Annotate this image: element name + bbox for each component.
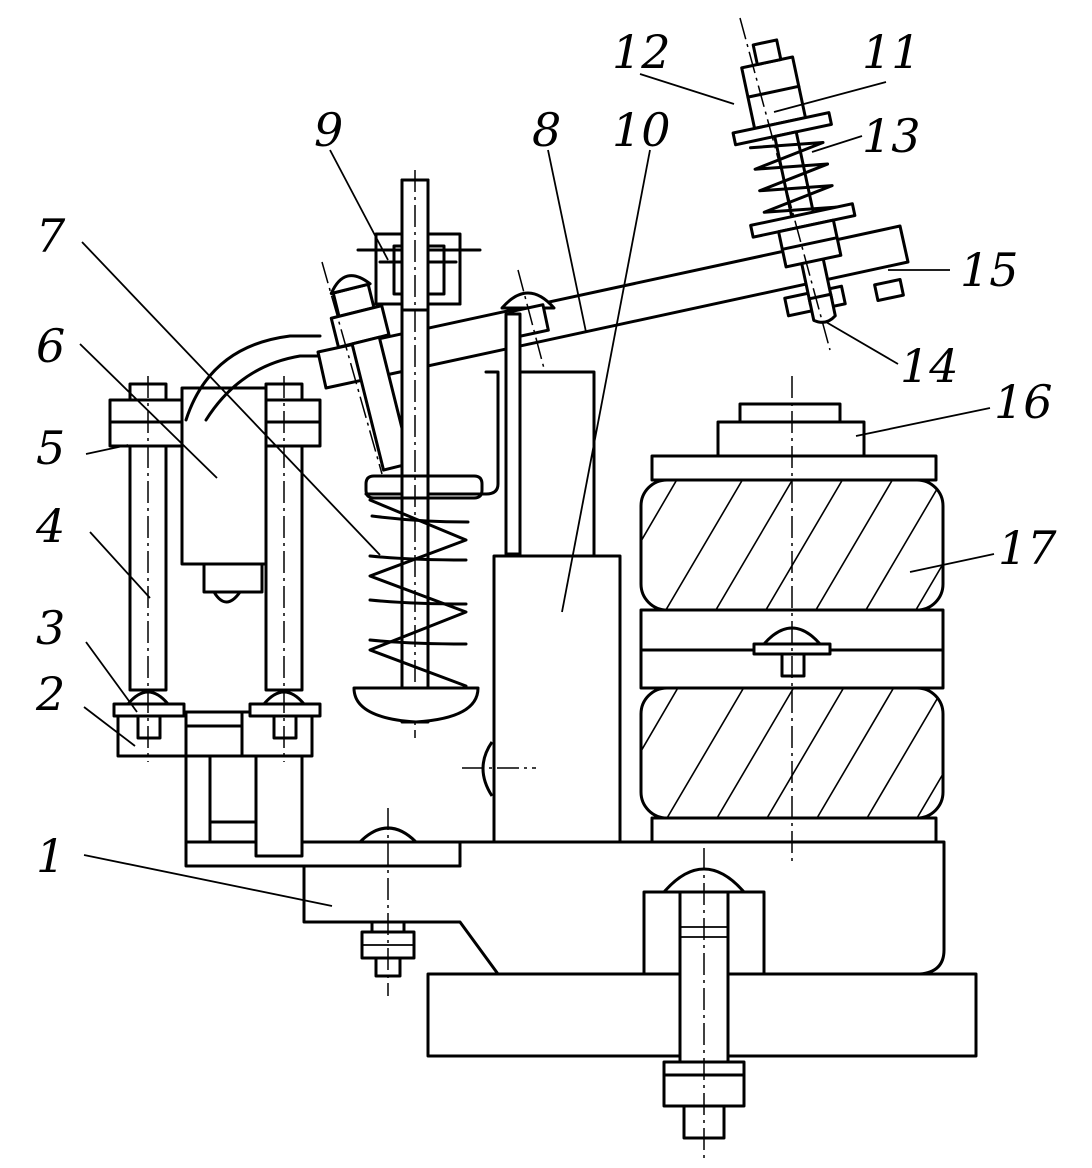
callout-11: 11 [862,25,921,79]
callout-13: 13 [862,109,921,163]
callout-4: 4 [35,499,65,553]
leader-10 [561,149,651,613]
leader-5 [85,444,129,455]
part-16-pole-cap [650,402,938,482]
part-17-coil [639,376,945,862]
leader-14 [825,321,899,365]
callout-15: 15 [960,243,1019,297]
callout-3: 3 [36,601,65,655]
part-1-bracket [184,840,946,976]
leader-1 [83,854,333,907]
callout-9: 9 [314,103,343,157]
armature-screw-mid [500,269,556,377]
callout-14: 14 [900,339,959,393]
part-7-spring [352,474,484,724]
callout-12: 12 [612,25,671,79]
callout-7: 7 [36,209,66,263]
callout-5: 5 [36,421,65,475]
leader-7 [81,241,381,556]
armature-screw-left [321,261,413,475]
leader-11 [773,81,887,113]
flexible-lead [184,334,322,422]
leader-17 [909,553,995,573]
bracket-screw [358,808,418,996]
leader-12 [639,73,735,105]
part-6-contact-block [180,386,268,604]
base-bolt [642,848,766,1160]
leader-9 [329,149,389,261]
callout-17: 17 [998,521,1057,575]
callout-labels: 1 2 3 4 5 6 7 8 9 10 11 12 13 14 15 16 1… [35,25,1057,883]
adjuster-assembly [731,17,857,351]
callout-16: 16 [994,375,1053,429]
callout-8: 8 [532,103,561,157]
leader-6 [79,343,218,479]
leader-3 [85,641,138,713]
leader-13 [811,135,863,153]
leader-lines [79,73,995,907]
part-10-core [462,554,622,844]
leader-16 [855,407,991,437]
callout-1: 1 [36,829,65,883]
leader-2 [83,706,136,747]
callout-2: 2 [35,667,65,721]
callout-10: 10 [612,103,671,157]
leader-4 [89,531,151,599]
callout-6: 6 [36,319,65,373]
leader-8 [547,149,587,333]
